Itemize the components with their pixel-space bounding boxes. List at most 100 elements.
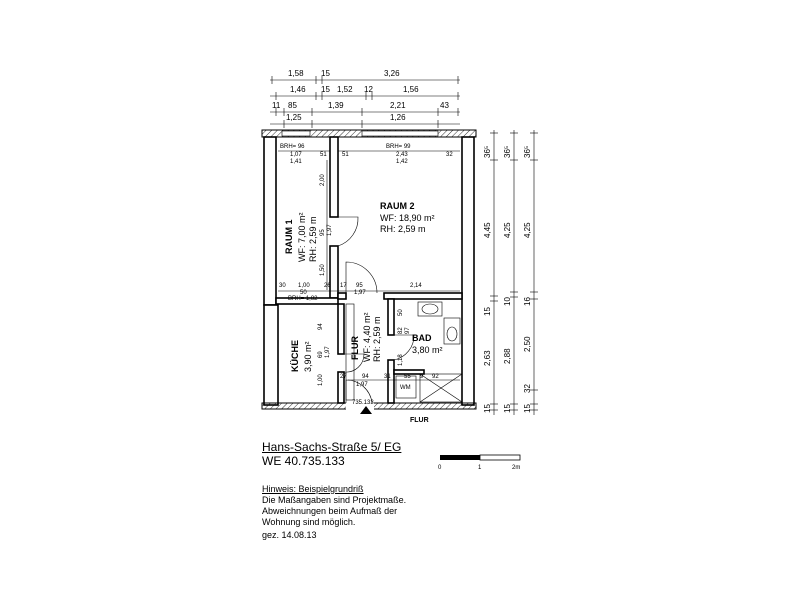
signed-date: gez. 14.08.13 [262, 530, 317, 540]
lbl-d95v: 95 [320, 229, 326, 236]
room-area-kueche: 3,90 m² [303, 341, 313, 372]
dim-top-r2-a: 1,46 [290, 85, 306, 94]
lbl-d27: 27 [340, 374, 347, 380]
dim-right-c2-a: 36⁵ [503, 146, 512, 158]
wall-flur-bad-lower [387, 359, 395, 404]
wall-kueche-flur-upper [337, 303, 345, 355]
dim-top-r2-b: 15 [321, 85, 330, 94]
door-raum1-swing [337, 216, 359, 247]
room-rh-raum1: RH: 2,59 m [308, 216, 318, 262]
dim-right-c3-b: 4,25 [523, 222, 532, 238]
dim-right-c1-b: 4,45 [483, 222, 492, 238]
lbl-entrance: 735.133 [352, 400, 374, 406]
lbl-d197k: 1,97 [325, 346, 331, 358]
outer-wall-left-upper [263, 136, 277, 306]
lbl-d51a: 51 [320, 152, 327, 158]
outer-wall-right [461, 136, 475, 406]
lbl-d82: 82 [398, 327, 404, 334]
lbl-d69: 69 [318, 351, 324, 358]
lbl-d17: 17 [340, 283, 347, 289]
dim-top-r3-a: 11 [272, 101, 281, 110]
dim-right-c2-e: 15 [503, 404, 512, 413]
lbl-d9: 9 [420, 374, 424, 380]
lbl-d30: 30 [279, 283, 286, 289]
entrance-gap [346, 402, 374, 410]
lbl-d141: 1,41 [290, 159, 302, 165]
lbl-d50v: 50 [398, 309, 404, 316]
scale-bar: 0 1 2m [438, 454, 521, 471]
dim-right-c3-a: 36⁵ [523, 146, 532, 158]
sink-icon [421, 303, 439, 315]
lbl-d97: 97 [405, 327, 411, 334]
lbl-d92: 92 [432, 374, 439, 380]
dim-right-c1-d: 2,63 [483, 350, 492, 366]
scale-label-1: 1 [478, 465, 482, 471]
room-wf-raum1: WF: 7,00 m² [297, 212, 307, 262]
lbl-d32: 32 [446, 152, 453, 158]
shower-icon [419, 373, 463, 403]
dim-right-c1-e: 15 [483, 404, 492, 413]
washing-machine-icon [395, 375, 417, 399]
lbl-d51b: 51 [342, 152, 349, 158]
lbl-d55: 55 [404, 374, 411, 380]
lbl-d50: 50 [300, 290, 307, 296]
door-bad-swing [393, 334, 415, 361]
lbl-d197b: 1,97 [356, 382, 368, 388]
hint-line-1: Die Maßangaben sind Projektmaße. [262, 495, 407, 505]
scale-label-0: 0 [438, 465, 442, 471]
address-title: Hans-Sachs-Straße 5/ EG [262, 440, 402, 454]
room-name-kueche: KÜCHE [290, 340, 300, 372]
lbl-d94b: 94 [362, 374, 369, 380]
entrance-arrow-icon [360, 406, 372, 414]
lbl-d150: 1,50 [320, 264, 326, 276]
dim-right-c3-f: 15 [523, 404, 532, 413]
scale-label-2: 2m [512, 465, 520, 471]
room-rh-flur: RH: 2,59 m [372, 316, 382, 362]
lbl-d107: 1,07 [290, 152, 302, 158]
lbl-brh99: BRH= 99 [386, 144, 411, 150]
dim-top-r3-c: 1,39 [328, 101, 344, 110]
dim-top-r1-c: 3,26 [384, 69, 400, 78]
wall-raum1-raum2-upper [329, 136, 339, 218]
dim-right-c2-c: 10 [503, 297, 512, 306]
lbl-d200: 2,00 [320, 174, 326, 186]
lbl-d94: 94 [318, 323, 324, 330]
lbl-brh96: BRH= 96 [280, 144, 305, 150]
dim-top-r4-b: 1,26 [390, 113, 406, 122]
wall-kueche-flur-lower [337, 371, 345, 404]
window-raum2 [361, 130, 439, 137]
lbl-d118: 1,18 [398, 354, 404, 366]
lbl-wm: WM [400, 385, 411, 391]
hint-line-3: Wohnung sind möglich. [262, 517, 356, 527]
room-name-raum2: RAUM 2 [380, 201, 415, 211]
wall-raum2-bad [383, 292, 463, 300]
wall-raum1-kueche [275, 297, 339, 305]
dim-top-r2-e: 1,56 [403, 85, 419, 94]
room-name-flur: FLUR [350, 336, 360, 360]
lbl-d243: 2,43 [396, 152, 408, 158]
lbl-d26: 26 [324, 283, 331, 289]
room-name-outside-flur: FLUR [410, 417, 429, 424]
dim-top-r4-a: 1,25 [286, 113, 302, 122]
room-area-bad: 3,80 m² [412, 345, 443, 355]
room-name-raum1: RAUM 1 [284, 219, 294, 254]
wall-bad-wm [393, 369, 425, 375]
dim-top-r3-b: 85 [288, 101, 297, 110]
hint-title: Hinweis: Beispielgrundriß [262, 484, 364, 494]
entrance-marker: 735.133 [352, 400, 374, 414]
door-raum2-swing [345, 261, 378, 294]
wall-flur-bad-upper [387, 298, 395, 336]
dim-top-r1-b: 15 [321, 69, 330, 78]
dim-right-c1-a: 36⁵ [483, 146, 492, 158]
dim-right-c3-c: 16 [523, 297, 532, 306]
outer-wall-left-lower [263, 304, 279, 406]
wall-raum1-raum2-lower [329, 245, 339, 299]
dim-right-c2-d: 2,88 [503, 348, 512, 364]
dim-right-c1-c: 15 [483, 307, 492, 316]
right-dimension-chains: 36⁵ 4,45 15 2,63 15 36⁵ 4,25 10 2,88 15 … [483, 130, 538, 415]
hint-line-2: Abweichnungen beim Aufmaß der [262, 506, 398, 516]
lbl-brh182: BRH= 1,82 [288, 296, 318, 302]
unit-number: WE 40.735.133 [262, 454, 345, 468]
dim-right-c3-e: 32 [523, 384, 532, 393]
